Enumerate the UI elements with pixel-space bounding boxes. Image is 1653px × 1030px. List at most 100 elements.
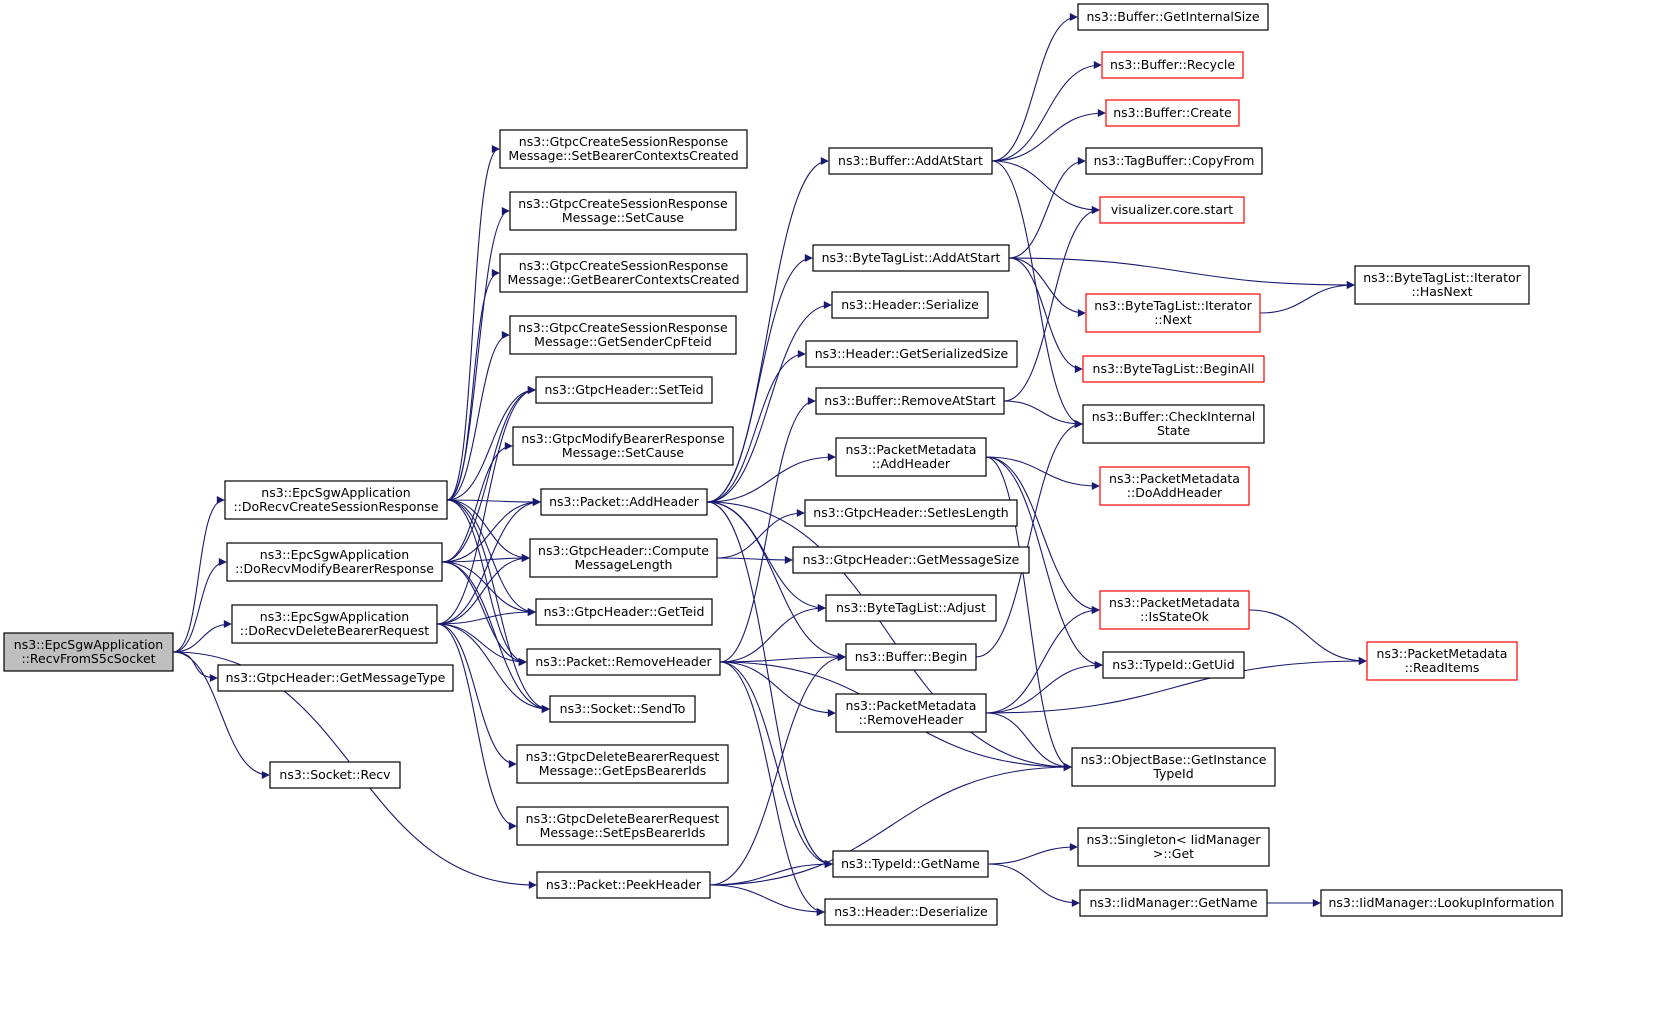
node-b-cre[interactable]: ns3::Buffer::Create bbox=[1105, 99, 1240, 127]
node-label: TypeId bbox=[1152, 766, 1193, 781]
node-label: ns3::Socket::SendTo bbox=[560, 701, 686, 716]
node-mbr-sc[interactable]: ns3::GtpcModifyBearerResponseMessage::Se… bbox=[512, 426, 734, 466]
node-s-st[interactable]: ns3::Socket::SendTo bbox=[549, 695, 696, 723]
node-gh-gt[interactable]: ns3::GtpcHeader::GetTeid bbox=[535, 598, 713, 626]
node-root[interactable]: ns3::EpcSgwApplication::RecvFromS5cSocke… bbox=[3, 632, 174, 672]
node-h-gss[interactable]: ns3::Header::GetSerializedSize bbox=[805, 340, 1018, 368]
node-label: ns3::PacketMetadata bbox=[1109, 595, 1240, 610]
node-p-ph[interactable]: ns3::Packet::PeekHeader bbox=[536, 871, 711, 899]
node-b-aas[interactable]: ns3::Buffer::AddAtStart bbox=[828, 147, 993, 175]
node-label: ns3::GtpcCreateSessionResponse bbox=[518, 196, 728, 211]
node-pm-ri[interactable]: ns3::PacketMetadata::ReadItems bbox=[1366, 641, 1518, 681]
node-box bbox=[499, 253, 748, 293]
edge-ddbr-to-s-st bbox=[436, 623, 550, 713]
edge-p-rh-to-btl-adj bbox=[719, 604, 826, 663]
node-dcsr[interactable]: ns3::EpcSgwApplication::DoRecvCreateSess… bbox=[224, 480, 448, 520]
node-label: ::RemoveHeader bbox=[859, 712, 965, 727]
node-srecv[interactable]: ns3::Socket::Recv bbox=[269, 761, 401, 789]
node-label: ns3::PacketMetadata bbox=[1377, 646, 1508, 661]
node-label: ::AddHeader bbox=[872, 456, 951, 471]
node-csr-gbcc[interactable]: ns3::GtpcCreateSessionResponseMessage::G… bbox=[499, 253, 748, 293]
node-box bbox=[792, 546, 1030, 574]
edge-dcsr-to-csr-gbcc bbox=[446, 269, 500, 501]
edge-root-to-dcsr bbox=[172, 496, 225, 653]
node-label: ns3::EpcSgwApplication bbox=[260, 609, 409, 624]
node-gh-gms[interactable]: ns3::GtpcHeader::GetMessageSize bbox=[792, 546, 1030, 574]
node-box bbox=[835, 437, 987, 477]
node-pm-dah[interactable]: ns3::PacketMetadata::DoAddHeader bbox=[1099, 466, 1250, 506]
node-label: ns3::TypeId::GetName bbox=[841, 856, 980, 871]
node-btl-ba[interactable]: ns3::ByteTagList::BeginAll bbox=[1082, 355, 1265, 383]
node-label: ns3::PacketMetadata bbox=[846, 442, 977, 457]
node-gh-st[interactable]: ns3::GtpcHeader::SetTeid bbox=[535, 376, 713, 404]
node-btl-aas[interactable]: ns3::ByteTagList::AddAtStart bbox=[812, 244, 1010, 272]
node-box bbox=[509, 191, 737, 231]
node-label: ns3::Buffer::RemoveAtStart bbox=[824, 393, 996, 408]
node-box bbox=[1102, 651, 1245, 679]
node-label: ns3::IidManager::LookupInformation bbox=[1328, 895, 1554, 910]
node-h-ser[interactable]: ns3::Header::Serialize bbox=[831, 291, 989, 319]
node-b-gis[interactable]: ns3::Buffer::GetInternalSize bbox=[1077, 3, 1269, 31]
node-tid-gu[interactable]: ns3::TypeId::GetUid bbox=[1102, 651, 1245, 679]
node-box bbox=[231, 604, 438, 644]
node-pm-rh[interactable]: ns3::PacketMetadata::RemoveHeader bbox=[835, 693, 987, 733]
node-iid-gn[interactable]: ns3::IidManager::GetName bbox=[1079, 889, 1268, 917]
node-label: ns3::IidManager::GetName bbox=[1089, 895, 1257, 910]
edge-dcsr-to-p-ah bbox=[446, 497, 541, 506]
node-iid-li[interactable]: ns3::IidManager::LookupInformation bbox=[1320, 889, 1563, 917]
node-label: ns3::PacketMetadata bbox=[846, 698, 977, 713]
node-box bbox=[536, 871, 711, 899]
node-tb-cf[interactable]: ns3::TagBuffer::CopyFrom bbox=[1085, 147, 1263, 175]
node-label: ns3::ByteTagList::Iterator bbox=[1094, 298, 1252, 313]
node-p-ah[interactable]: ns3::Packet::AddHeader bbox=[540, 488, 708, 516]
node-label: ::RecvFromS5cSocket bbox=[21, 651, 155, 666]
edge-dcsr-to-p-rh bbox=[446, 499, 527, 666]
node-viz[interactable]: visualizer.core.start bbox=[1099, 196, 1245, 224]
edge-root-to-ddbr bbox=[172, 620, 232, 653]
node-label: ns3::Header::Serialize bbox=[841, 297, 979, 312]
node-dmbr[interactable]: ns3::EpcSgwApplication::DoRecvModifyBear… bbox=[226, 542, 443, 582]
node-p-rh[interactable]: ns3::Packet::RemoveHeader bbox=[526, 648, 721, 676]
node-csr-sc[interactable]: ns3::GtpcCreateSessionResponseMessage::S… bbox=[509, 191, 737, 231]
node-box bbox=[526, 648, 721, 676]
node-label: ns3::GtpcCreateSessionResponse bbox=[518, 320, 728, 335]
edge-gh-cml-to-gh-sil bbox=[716, 509, 805, 559]
node-h-des[interactable]: ns3::Header::Deserialize bbox=[824, 898, 998, 926]
node-b-ras[interactable]: ns3::Buffer::RemoveAtStart bbox=[815, 387, 1005, 415]
node-label: ns3::ByteTagList::AddAtStart bbox=[822, 250, 1001, 265]
edge-p-rh-to-pm-rh bbox=[719, 661, 836, 717]
node-ddbr[interactable]: ns3::EpcSgwApplication::DoRecvDeleteBear… bbox=[231, 604, 438, 644]
node-tid-gn[interactable]: ns3::TypeId::GetName bbox=[832, 850, 989, 878]
node-label: ns3::Buffer::Recycle bbox=[1110, 57, 1235, 72]
node-btli-next[interactable]: ns3::ByteTagList::Iterator::Next bbox=[1085, 293, 1261, 333]
node-btl-adj[interactable]: ns3::ByteTagList::Adjust bbox=[825, 594, 997, 622]
node-box bbox=[815, 387, 1005, 415]
node-box bbox=[269, 761, 401, 789]
node-label: State bbox=[1157, 423, 1190, 438]
node-gmt[interactable]: ns3::GtpcHeader::GetMessageType bbox=[217, 664, 454, 692]
node-label: ns3::Buffer::AddAtStart bbox=[838, 153, 983, 168]
edge-p-ph-to-b-begin bbox=[709, 653, 846, 886]
node-label: ns3::Buffer::Begin bbox=[855, 649, 968, 664]
node-gh-sil[interactable]: ns3::GtpcHeader::SetIesLength bbox=[804, 499, 1018, 527]
node-label: Message::GetEpsBearerIds bbox=[539, 763, 707, 778]
node-dbr-sebi[interactable]: ns3::GtpcDeleteBearerRequestMessage::Set… bbox=[516, 806, 729, 846]
node-box bbox=[831, 291, 989, 319]
node-b-begin[interactable]: ns3::Buffer::Begin bbox=[845, 643, 977, 671]
node-csr-sbcc[interactable]: ns3::GtpcCreateSessionResponseMessage::S… bbox=[499, 129, 748, 169]
node-pm-iso[interactable]: ns3::PacketMetadata::IsStateOk bbox=[1099, 590, 1250, 630]
edge-dcsr-to-csr-sbcc bbox=[446, 145, 500, 501]
node-btli-hn[interactable]: ns3::ByteTagList::Iterator::HasNext bbox=[1354, 265, 1530, 305]
node-sing-get[interactable]: ns3::Singleton< IidManager>::Get bbox=[1077, 827, 1270, 867]
node-pm-ah[interactable]: ns3::PacketMetadata::AddHeader bbox=[835, 437, 987, 477]
edge-ddbr-to-dbr-sebi bbox=[436, 623, 517, 830]
node-b-rec[interactable]: ns3::Buffer::Recycle bbox=[1101, 51, 1244, 79]
node-csr-gsc[interactable]: ns3::GtpcCreateSessionResponseMessage::G… bbox=[509, 315, 737, 355]
node-label: Message::SetBearerContextsCreated bbox=[508, 148, 738, 163]
node-dbr-gebi[interactable]: ns3::GtpcDeleteBearerRequestMessage::Get… bbox=[516, 744, 729, 784]
edge-dcsr-to-csr-gsc bbox=[446, 331, 510, 501]
